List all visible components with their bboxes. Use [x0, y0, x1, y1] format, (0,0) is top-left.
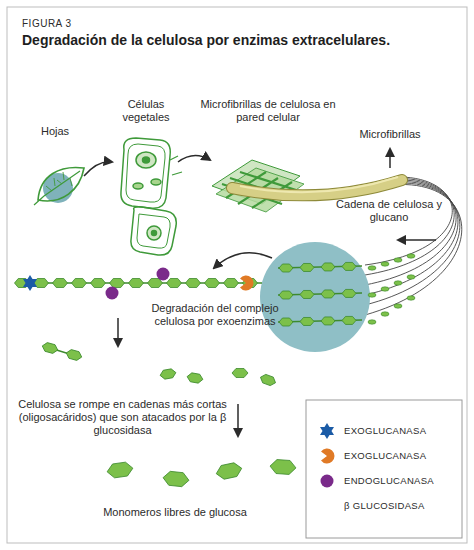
figure-frame: [7, 7, 467, 543]
part-label: Hojas: [25, 125, 85, 138]
legend-text: ENDOGLUCANASA: [344, 475, 434, 486]
legend-entry: β GLUCOSIDASA: [318, 493, 458, 518]
legend-entry: ENDOGLUCANASA: [318, 468, 458, 493]
part-label: Células vegetales: [106, 98, 186, 124]
legend-swatch: [318, 447, 336, 465]
magnified-area: [260, 242, 370, 352]
glucan-strands: [365, 177, 462, 315]
plant-cells: [121, 138, 182, 255]
part-label: Cadena de celulosa y glucano: [335, 198, 443, 224]
legend-entry: EXOGLUCANASA: [318, 443, 458, 468]
step-label: Monomeros libres de glucosa: [60, 506, 290, 519]
legend-text: EXOGLUCANASA: [344, 450, 426, 461]
legend-frame: [306, 400, 462, 538]
legend-swatch: [318, 422, 336, 440]
legend-swatch: [318, 497, 336, 515]
cellulose-fiber: [232, 177, 402, 195]
legend-swatch: [318, 472, 336, 490]
legend-entry: EXOGLUCANASA: [318, 418, 458, 443]
figure-number: FIGURA 3: [22, 18, 222, 30]
cell-wall-microfibrils: [212, 160, 304, 212]
legend: EXOGLUCANASA EXOGLUCANASA ENDOGLUCANASA β G…: [318, 418, 458, 518]
legend-text: β GLUCOSIDASA: [344, 500, 425, 511]
step-label: Degradación del complejo celulosa por ex…: [130, 302, 300, 328]
part-label: Microfibrillas de celulosa en pared celu…: [188, 98, 348, 124]
legend-text: EXOGLUCANASA: [344, 425, 426, 436]
part-label: Microfibrillas: [345, 128, 435, 141]
step-label: Celulosa se rompe en cadenas más cortas …: [15, 398, 230, 438]
leaf-drawing: [34, 167, 84, 205]
flow-arrows: [84, 149, 436, 436]
figure-title: Degradación de la celulosa por enzimas e…: [22, 32, 390, 49]
